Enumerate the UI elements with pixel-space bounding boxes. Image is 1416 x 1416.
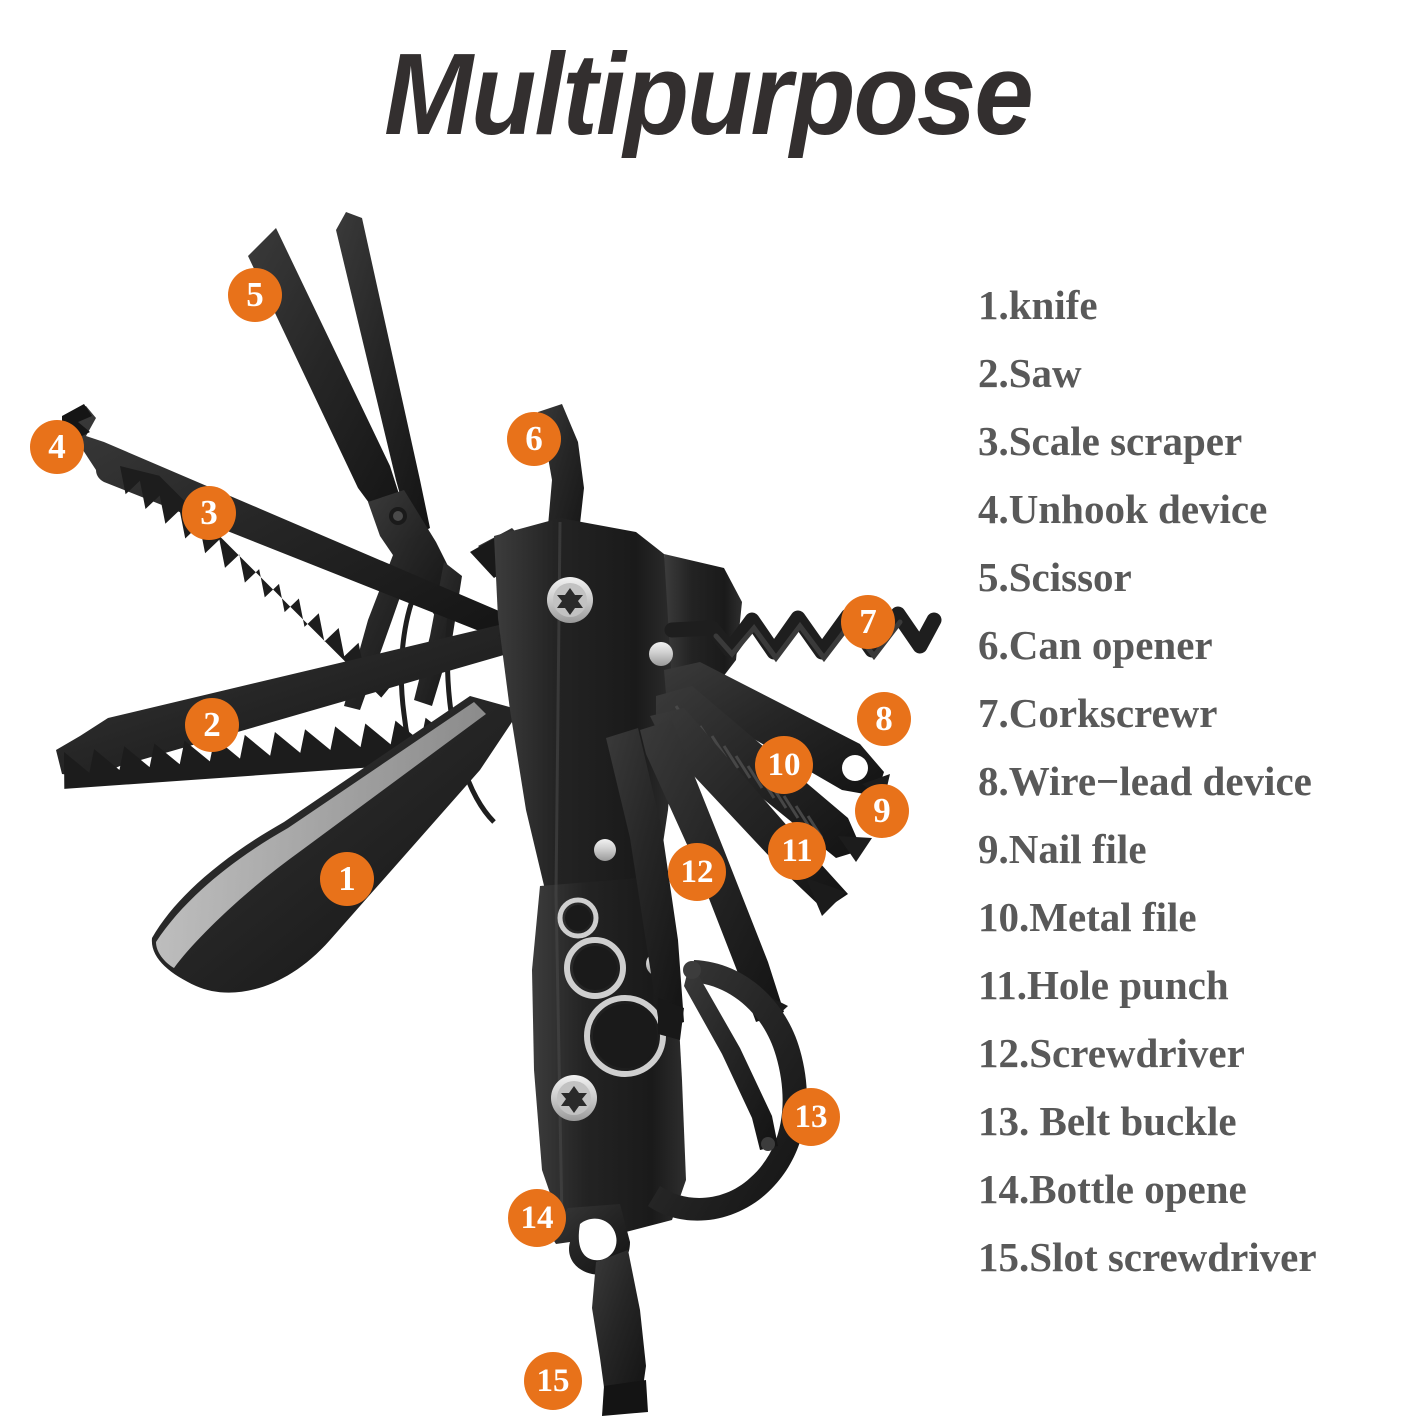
- tool-belt-buckle-carabiner: [648, 960, 807, 1221]
- legend-item-nail-file: 9.Nail file: [978, 826, 1147, 872]
- callout-badge-14[interactable]: 14: [508, 1189, 566, 1247]
- legend-item-can-opener: 6.Can opener: [978, 622, 1213, 668]
- callout-badge-1[interactable]: 1: [320, 852, 374, 906]
- callout-badge-6[interactable]: 6: [507, 412, 561, 466]
- legend-item-wire-lead-device: 8.Wire−lead device: [978, 758, 1312, 804]
- rivet-upper: [649, 642, 673, 666]
- legend-item-corkscrew: 7.Corkscrewr: [978, 690, 1218, 736]
- callout-badge-12[interactable]: 12: [668, 843, 726, 901]
- page-title: Multipurpose: [384, 29, 1034, 159]
- legend-item-unhook-device: 4.Unhook device: [978, 486, 1268, 532]
- feature-legend-list: 1.knife 2.Saw 3.Scale scraper 4.Unhook d…: [978, 271, 1408, 1291]
- lightening-hole-large: [584, 995, 666, 1077]
- callout-badge-13[interactable]: 13: [782, 1088, 840, 1146]
- callout-badge-15[interactable]: 15: [524, 1352, 582, 1410]
- tool-screwdriver: [606, 728, 684, 1040]
- torx-screw-bottom: [551, 1075, 597, 1121]
- legend-item-hole-punch: 11.Hole punch: [978, 962, 1229, 1008]
- callout-badge-8[interactable]: 8: [857, 692, 911, 746]
- callout-badge-3[interactable]: 3: [182, 486, 236, 540]
- rivet-mid: [594, 839, 616, 861]
- legend-item-saw: 2.Saw: [978, 350, 1082, 396]
- multitool-illustration: [0, 150, 960, 1416]
- callout-badge-4[interactable]: 4: [30, 420, 84, 474]
- legend-item-screwdriver: 12.Screwdriver: [978, 1030, 1245, 1076]
- lightening-hole-medium: [564, 937, 626, 999]
- legend-item-bottle-opener: 14.Bottle opene: [978, 1166, 1247, 1212]
- callout-badge-5[interactable]: 5: [228, 268, 282, 322]
- legend-item-metal-file: 10.Metal file: [978, 894, 1197, 940]
- legend-item-slot-screwdriver: 15.Slot screwdriver: [978, 1234, 1317, 1280]
- callout-badge-10[interactable]: 10: [755, 736, 813, 794]
- legend-item-scale-scraper: 3.Scale scraper: [978, 418, 1243, 464]
- callout-badge-9[interactable]: 9: [855, 784, 909, 838]
- legend-item-belt-buckle: 13. Belt buckle: [978, 1098, 1237, 1144]
- lightening-hole-small: [557, 897, 599, 939]
- tool-bottle-opener-slot-screwdriver: [548, 1204, 648, 1416]
- tool-knife: [151, 696, 520, 993]
- torx-screw-top: [547, 577, 593, 623]
- tool-saw: [56, 620, 528, 789]
- legend-item-knife: 1.knife: [978, 282, 1098, 328]
- callout-badge-11[interactable]: 11: [768, 822, 826, 880]
- legend-item-scissor: 5.Scissor: [978, 554, 1132, 600]
- callout-badge-7[interactable]: 7: [841, 595, 895, 649]
- callout-badge-2[interactable]: 2: [185, 698, 239, 752]
